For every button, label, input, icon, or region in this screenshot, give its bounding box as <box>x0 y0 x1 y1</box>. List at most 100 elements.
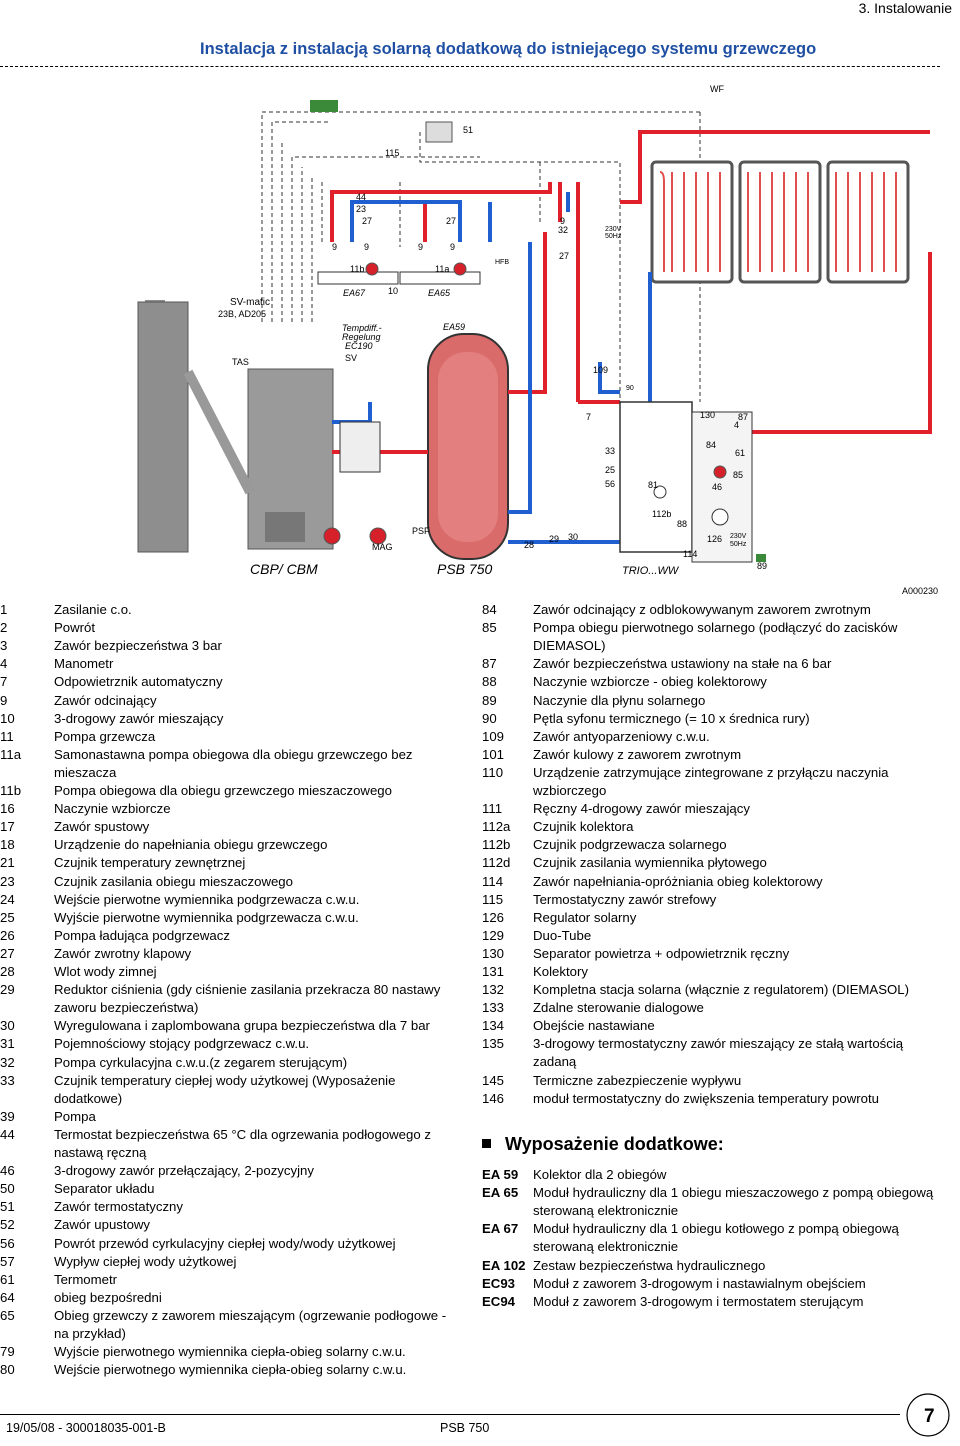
num-87: 87 <box>738 412 748 422</box>
boiler-unit <box>137 300 334 553</box>
legend-text: Separator układu <box>54 1181 155 1197</box>
legend-number: 131 <box>482 964 505 979</box>
legend-number: 4 <box>0 656 8 672</box>
label-mag: MAG <box>372 542 393 552</box>
legend-number: 146 <box>482 1090 505 1106</box>
legend-text: Naczynie wzbiorcze - obieg kolektorowy <box>533 674 767 690</box>
legend-number: 29 <box>0 982 15 998</box>
legend-number: 80 <box>0 1362 15 1378</box>
legend-text: Obieg grzewczy z zaworem mieszającym (og… <box>54 1307 447 1341</box>
legend-text: Odpowietrznik automatyczny <box>54 674 223 690</box>
legend-text: 3-drogowy termostatyczny zawór mieszając… <box>533 1036 904 1070</box>
legend-text: Czujnik podgrzewacza solarnego <box>533 837 727 853</box>
legend-number: 57 <box>0 1253 15 1269</box>
legend-text: Zawór bezpieczeństwa ustawiony na stałe … <box>533 656 832 672</box>
boiler <box>247 368 334 550</box>
legend-text: Zawór upustowy <box>54 1217 151 1233</box>
legend-text: Separator powietrza + odpowietrznik ręcz… <box>533 945 790 961</box>
footer-divider <box>0 1414 900 1415</box>
legend-text: Urządzenie zatrzymujące zintegrowane z p… <box>533 764 889 798</box>
label-50hz: 50Hz <box>605 233 622 240</box>
legend-text: Czujnik temperatury zewnętrznej <box>54 855 246 871</box>
legend-number: 51 <box>0 1199 15 1215</box>
dhw-tank <box>619 401 693 553</box>
legend-text: Termiczne zabezpieczenie wypływu <box>533 1072 742 1088</box>
label-ea67: EA67 <box>343 288 366 298</box>
legend-text: moduł termostatyczny do zwiększenia temp… <box>533 1090 879 1106</box>
expansion-vessel <box>756 554 766 562</box>
legend-text: Moduł hydrauliczny dla 1 obiegu mieszacz… <box>533 1185 934 1219</box>
legend-text: Zawór odcinający z odblokowywanym zawore… <box>533 602 871 617</box>
legend-text: Zawór antyoparzeniowy c.w.u. <box>533 728 710 744</box>
label-sv-matic: SV-matic <box>230 297 270 308</box>
legend-text: Zawór kulowy z zaworem zwrotnym <box>533 746 742 762</box>
legend-text: Zawór odcinający <box>54 692 157 708</box>
legend-number: 23 <box>0 873 15 889</box>
legend-text: Obejście nastawiane <box>533 1018 655 1034</box>
legend-number: 130 <box>482 945 505 961</box>
legend-text: Moduł hydrauliczny dla 1 obiegu kotłoweg… <box>533 1221 899 1255</box>
mixing-module <box>339 421 381 473</box>
num-61: 61 <box>735 448 745 458</box>
legend-text: Czujnik zasilania obiegu mieszaczowego <box>54 873 293 889</box>
bullet-square-icon <box>482 1139 491 1148</box>
legend-text: Wejście pierwotnego wymiennika ciepła-ob… <box>54 1362 407 1378</box>
num-85: 85 <box>733 470 743 480</box>
num-115: 115 <box>385 148 399 158</box>
legend-text: Wypływ ciepłej wody użytkowej <box>54 1253 237 1269</box>
legend-text: Czujnik kolektora <box>533 819 634 835</box>
label-hfb: HFB <box>495 259 509 266</box>
legend-number: 126 <box>482 909 505 925</box>
pump-11a <box>453 262 467 276</box>
legend-number: 1 <box>0 602 8 617</box>
unit-station: TRIO...WW <box>622 565 680 577</box>
legend-number: 64 <box>0 1289 15 1305</box>
label-wf: WF <box>710 84 724 94</box>
legend-number: 11a <box>0 746 22 762</box>
legend-number: 30 <box>0 1018 15 1034</box>
num-84: 84 <box>706 440 716 450</box>
legend-number: 111 <box>482 801 503 817</box>
legend-text: Zestaw bezpieczeństwa hydraulicznego <box>533 1257 766 1273</box>
legend-text: Wyjście pierwotne wymiennika podgrzewacz… <box>54 909 359 925</box>
legend-number: 145 <box>482 1072 505 1088</box>
legend-number: 21 <box>0 855 15 871</box>
footer-doc-ref: 19/05/08 - 300018035-001-B <box>6 1421 166 1435</box>
legend-number: 11 <box>0 728 14 744</box>
legend-number: 135 <box>482 1036 505 1052</box>
num-89: 89 <box>757 561 767 571</box>
legend-number: 112b <box>482 837 511 853</box>
legend-text: Manometr <box>54 656 114 672</box>
legend-text: Kolektory <box>533 964 588 979</box>
unit-tank: PSB 750 <box>437 561 492 577</box>
num-56: 56 <box>605 479 615 489</box>
legend-number: 27 <box>0 945 15 961</box>
legend-number: 28 <box>0 964 15 979</box>
boiler-silo <box>137 301 189 553</box>
legend-text: Regulator solarny <box>533 909 637 925</box>
legend-number: EC94 <box>482 1293 515 1309</box>
legend-number: 133 <box>482 1000 505 1016</box>
pumps <box>323 262 727 545</box>
legend-number: 31 <box>0 1036 15 1052</box>
installation-diagram: SV-matic 23B, AD205 TAS EA67 EA65 EA59 T… <box>137 84 938 596</box>
legend-text: Zawór spustowy <box>54 819 150 835</box>
num-9b: 9 <box>364 242 369 252</box>
legend-number: 11b <box>0 783 22 798</box>
legend-number: 112a <box>482 819 511 835</box>
legend-text: Pompa cyrkulacyjna c.w.u.(z zegarem ster… <box>54 1054 348 1070</box>
label-tempdiff: Tempdiff.- <box>342 323 382 333</box>
extras-title: Wyposażenie dodatkowe: <box>505 1134 724 1154</box>
legend-text: Zawór bezpieczeństwa 3 bar <box>54 638 222 654</box>
legend-number: EA 67 <box>482 1221 519 1237</box>
legend-text: Zasilanie c.o. <box>54 602 132 617</box>
num-109: 109 <box>593 365 608 375</box>
legend-number: 114 <box>482 873 504 889</box>
legend-number: 18 <box>0 837 15 853</box>
num-112b: 112b <box>652 509 671 519</box>
legend-number: 33 <box>0 1072 15 1088</box>
num-25: 25 <box>605 465 615 475</box>
label-50hz-station: 50Hz <box>730 541 747 548</box>
pump-11b <box>365 262 379 276</box>
legend-text: Pompa grzewcza <box>54 728 156 744</box>
